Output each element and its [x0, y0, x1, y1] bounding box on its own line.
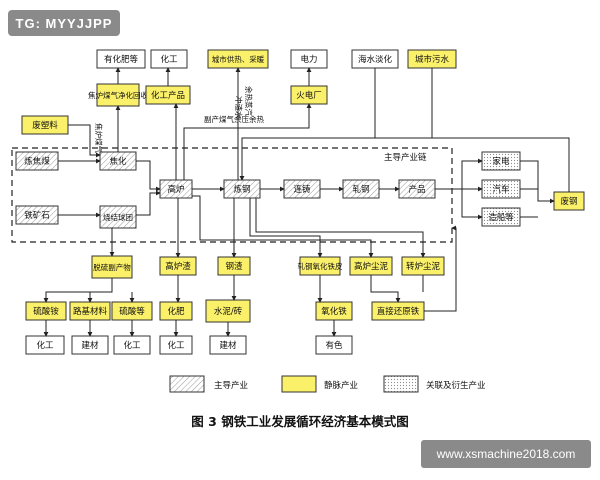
connectors [43, 67, 570, 337]
label-sinter: 烧结球团 [103, 212, 133, 222]
label-bf: 高炉 [167, 184, 184, 195]
label-chem-product: 化工产品 [151, 90, 185, 101]
watermark-bottom: www.xsmachine2018.com [421, 440, 591, 468]
top-outputs: 有化肥等 化工 城市供热、采暖 电力 海水淡化 城市污水 [96, 49, 457, 69]
label-reduced-iron: 直接还原铁 [377, 306, 420, 317]
label-chem: 化工 [160, 54, 178, 65]
label-fire-power: 火电厂 [296, 90, 322, 101]
label-converter-dust: 转炉尘泥 [406, 261, 441, 272]
label-coking: 焦化 [109, 156, 127, 167]
label-out-build-b: 建材 [219, 340, 237, 351]
annotation-waste-heat: 余热蒸汽 [244, 86, 254, 116]
label-chem-product-2: 硫酸等 [119, 306, 145, 317]
main-industry-region [11, 147, 453, 243]
label-city-heat: 城市供热、采暖 [212, 54, 265, 64]
label-out-chem-a: 化工 [36, 340, 54, 351]
label-out-chem-c: 化工 [167, 340, 185, 351]
label-desulf: 脱硫副产物 [93, 262, 131, 272]
legend-swatch-main [169, 375, 205, 393]
label-coal: 炼焦煤 [24, 156, 50, 167]
label-waste-plastic: 废塑料 [32, 120, 58, 131]
legend-label-static: 静脉产业 [324, 380, 358, 391]
label-auto: 汽车 [492, 184, 509, 195]
label-iron-oxide: 氧化铁 [321, 306, 347, 317]
watermark-top: TG: MYYJJPP [8, 10, 120, 36]
label-out-chem-b: 化工 [123, 340, 141, 351]
label-coke-gas: 焦炉煤气净化回收 [88, 90, 148, 100]
label-chem-fert: 有化肥等 [104, 54, 139, 65]
label-power: 电力 [300, 54, 317, 65]
annotation-blast-gas: 冲渣水 [234, 96, 244, 119]
label-ammonium: 硫酸铵 [33, 306, 59, 317]
label-seawater: 海水淡化 [358, 54, 393, 65]
label-rolling-scale: 轧钢氧化铁皮 [298, 261, 343, 271]
label-casting: 连铸 [293, 184, 311, 195]
label-product: 产品 [408, 184, 425, 195]
label-city-sewage: 城市污水 [415, 54, 450, 65]
label-steel-slag: 钢渣 [225, 261, 243, 272]
label-scrap: 废钢 [560, 196, 577, 207]
figure-caption: 图 3 钢铁工业发展循环经济基本模式图 [191, 414, 408, 429]
label-bf-slag: 高炉渣 [165, 261, 191, 272]
label-out-build-a: 建材 [81, 340, 99, 351]
legend-label-derive: 关联及衍生产业 [426, 380, 486, 391]
region-label: 主导产业链 [384, 152, 427, 163]
label-ore: 铁矿石 [24, 210, 50, 221]
label-brick: 水泥/砖 [214, 306, 243, 317]
label-road: 路基材料 [73, 306, 108, 317]
label-fertilizer: 化肥 [167, 306, 185, 317]
legend-label-main: 主导产业 [214, 380, 248, 391]
label-ship: 造船等 [488, 212, 514, 223]
label-out-nonferrous: 有色 [325, 340, 343, 351]
legend-swatch-static [281, 375, 317, 393]
annotation-coke-gas: 焦炉煤气 [94, 123, 104, 153]
annotation-byproduct: 副产煤气余压余热 [204, 114, 264, 124]
label-steelmaking: 炼钢 [233, 184, 250, 195]
legend-swatch-derive [383, 375, 419, 393]
label-bf-dust: 高炉尘泥 [354, 261, 389, 272]
label-rolling: 轧钢 [352, 184, 369, 195]
label-appliance: 家电 [492, 156, 510, 167]
legend: 主导产业 静脉产业 关联及衍生产业 [169, 375, 486, 393]
box-chem-fert [96, 49, 146, 69]
